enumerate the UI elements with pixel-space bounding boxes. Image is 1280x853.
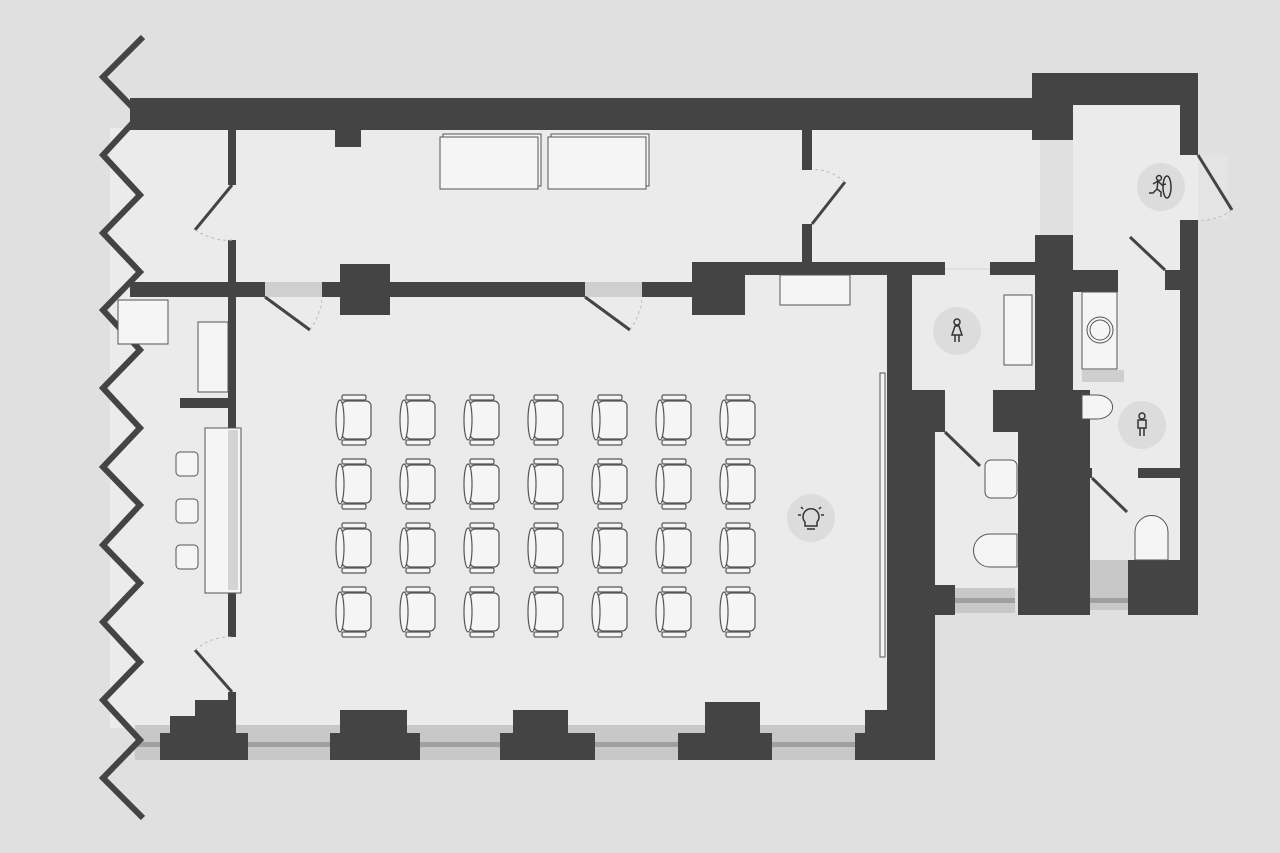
seating-grid [335, 394, 756, 638]
armchair-icon [399, 458, 436, 510]
armchair-icon [655, 522, 692, 574]
armchair-icon [719, 522, 756, 574]
armchair-icon [655, 586, 692, 638]
male-restroom-icon [1118, 401, 1166, 449]
female-restroom-icon [933, 307, 981, 355]
armchair-icon [591, 522, 628, 574]
break-line [98, 34, 146, 821]
armchair-icon [527, 394, 564, 446]
armchair-icon [591, 586, 628, 638]
armchair-icon [527, 586, 564, 638]
armchair-icon [719, 586, 756, 638]
armchair-icon [335, 458, 372, 510]
doors[interactable] [193, 154, 1234, 693]
armchair-icon [655, 394, 692, 446]
armchair-icon [335, 522, 372, 574]
furniture [117, 133, 1169, 658]
walls [130, 73, 1198, 760]
armchair-icon [335, 586, 372, 638]
armchair-icon [591, 458, 628, 510]
armchair-icon [719, 458, 756, 510]
armchair-icon [655, 458, 692, 510]
armchair-icon [463, 522, 500, 574]
armchair-icon [399, 394, 436, 446]
armchair-icon [399, 586, 436, 638]
armchair-icon [719, 394, 756, 446]
armchair-icon [591, 394, 628, 446]
armchair-icon [335, 394, 372, 446]
armchair-icon [463, 394, 500, 446]
lightbulb-icon [787, 494, 835, 542]
armchair-icon [463, 458, 500, 510]
armchair-icon [527, 522, 564, 574]
armchair-icon [399, 522, 436, 574]
emergency-exit-icon [1137, 163, 1185, 211]
armchair-icon [527, 458, 564, 510]
armchair-icon [463, 586, 500, 638]
